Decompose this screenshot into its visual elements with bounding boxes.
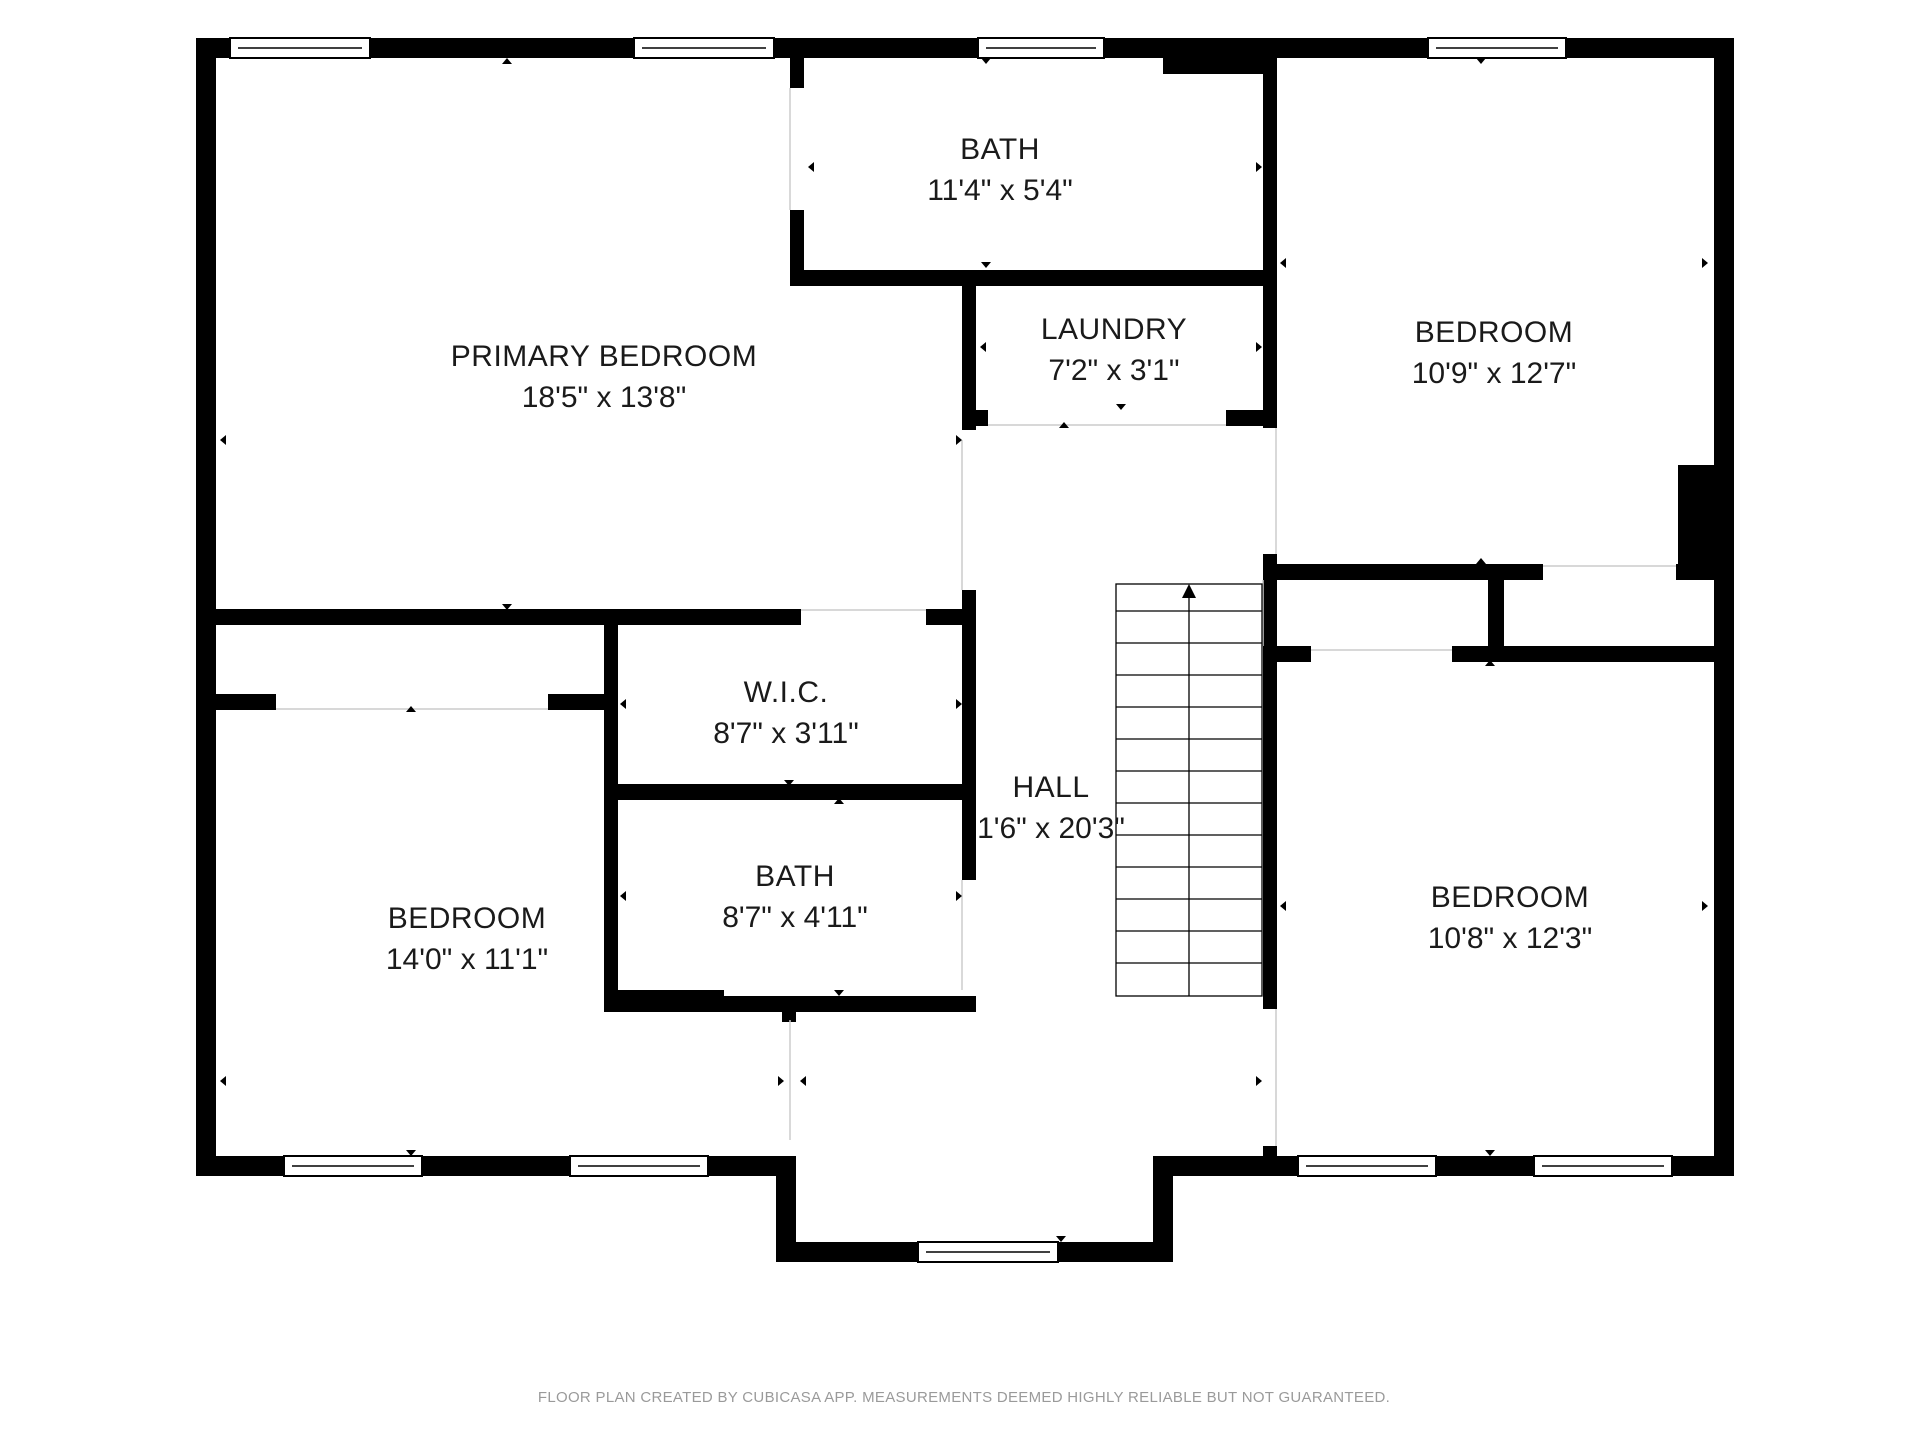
room-hall-dims: 1'6" x 20'3" <box>977 812 1125 845</box>
room-bath-top-dims: 11'4" x 5'4" <box>927 174 1073 207</box>
room-primary-bedroom-name: PRIMARY BEDROOM <box>451 340 757 373</box>
room-hall-name: HALL <box>1012 771 1089 804</box>
wall-right-closet-divider <box>1488 564 1504 650</box>
room-laundry-dims: 7'2" x 3'1" <box>1048 354 1179 387</box>
arrow-up-icon <box>1182 584 1196 598</box>
wall-bath-block <box>1163 48 1273 74</box>
room-bath-top-name: BATH <box>960 133 1040 166</box>
window-icon <box>633 37 775 59</box>
room-primary-bedroom-dims: 18'5" x 13'8" <box>522 381 687 414</box>
room-bedroom-top-right-dims: 10'9" x 12'7" <box>1412 357 1577 390</box>
window-icon <box>917 1241 1059 1263</box>
room-bedroom-bottom-left-name: BEDROOM <box>388 902 547 935</box>
wall-center-right <box>1263 48 1277 428</box>
wall-top <box>196 38 1734 58</box>
wall-hall-bottom-stub-right <box>1263 1146 1277 1176</box>
wall-bath-left-upper <box>790 48 804 88</box>
wall-bay-left <box>776 1156 796 1262</box>
wall-laundry-bottom-right <box>1226 410 1276 426</box>
wall-left <box>196 38 216 1176</box>
wall-right-block <box>1678 465 1722 577</box>
room-wic-name: W.I.C. <box>744 676 829 709</box>
walls <box>196 38 1734 1262</box>
window-icon <box>977 37 1105 59</box>
wall-right <box>1714 38 1734 1176</box>
wall-primary-bottom <box>196 609 801 625</box>
room-bedroom-bottom-right-dims: 10'8" x 12'3" <box>1428 922 1593 955</box>
room-bedroom-bottom-right-name: BEDROOM <box>1431 881 1590 914</box>
room-laundry-name: LAUNDRY <box>1041 313 1187 346</box>
window-icon <box>1533 1155 1673 1177</box>
wall-right-closet-bottom-l <box>1263 646 1311 662</box>
wall-hall-left <box>962 590 976 872</box>
wall-hall-left-lower <box>962 872 976 880</box>
wall-bath-mid-block <box>604 990 724 1000</box>
dimension-ticks <box>220 58 1708 1242</box>
wall-bay-right <box>1153 1156 1173 1262</box>
wall-right-closet-top <box>1263 564 1543 580</box>
wall-laundry-left <box>962 280 976 430</box>
wall-bath-bottom <box>790 270 1270 286</box>
window-icon <box>283 1155 423 1177</box>
room-bath-middle-name: BATH <box>755 860 835 893</box>
windows <box>229 37 1673 1263</box>
footer-disclaimer: FLOOR PLAN CREATED BY CUBICASA APP. MEAS… <box>538 1389 1390 1406</box>
wall-hall-bottom-stub-left <box>782 1008 796 1022</box>
wall-bath-left-lower <box>790 210 804 285</box>
room-wic-dims: 8'7" x 3'11" <box>713 717 859 750</box>
window-icon <box>569 1155 709 1177</box>
door-openings <box>276 88 1676 1146</box>
wall-wic-bottom <box>604 784 976 800</box>
room-bedroom-top-right-name: BEDROOM <box>1415 316 1574 349</box>
window-icon <box>1297 1155 1437 1177</box>
wall-laundry-bottom-left <box>962 410 988 426</box>
window-icon <box>1427 37 1567 59</box>
wall-wic-left <box>604 620 618 1012</box>
room-bedroom-bottom-left-dims: 14'0" x 11'1" <box>386 943 548 976</box>
wall-closet-left <box>196 694 276 710</box>
room-bath-middle-dims: 8'7" x 4'11" <box>722 901 868 934</box>
room-labels: PRIMARY BEDROOM 18'5" x 13'8" BATH 11'4"… <box>386 133 1592 976</box>
wall-center-right-mid <box>1263 554 1277 1009</box>
window-icon <box>229 37 371 59</box>
wall-closet-right <box>548 694 608 710</box>
wall-right-closet-bottom-r <box>1452 646 1724 662</box>
staircase <box>1115 583 1263 997</box>
